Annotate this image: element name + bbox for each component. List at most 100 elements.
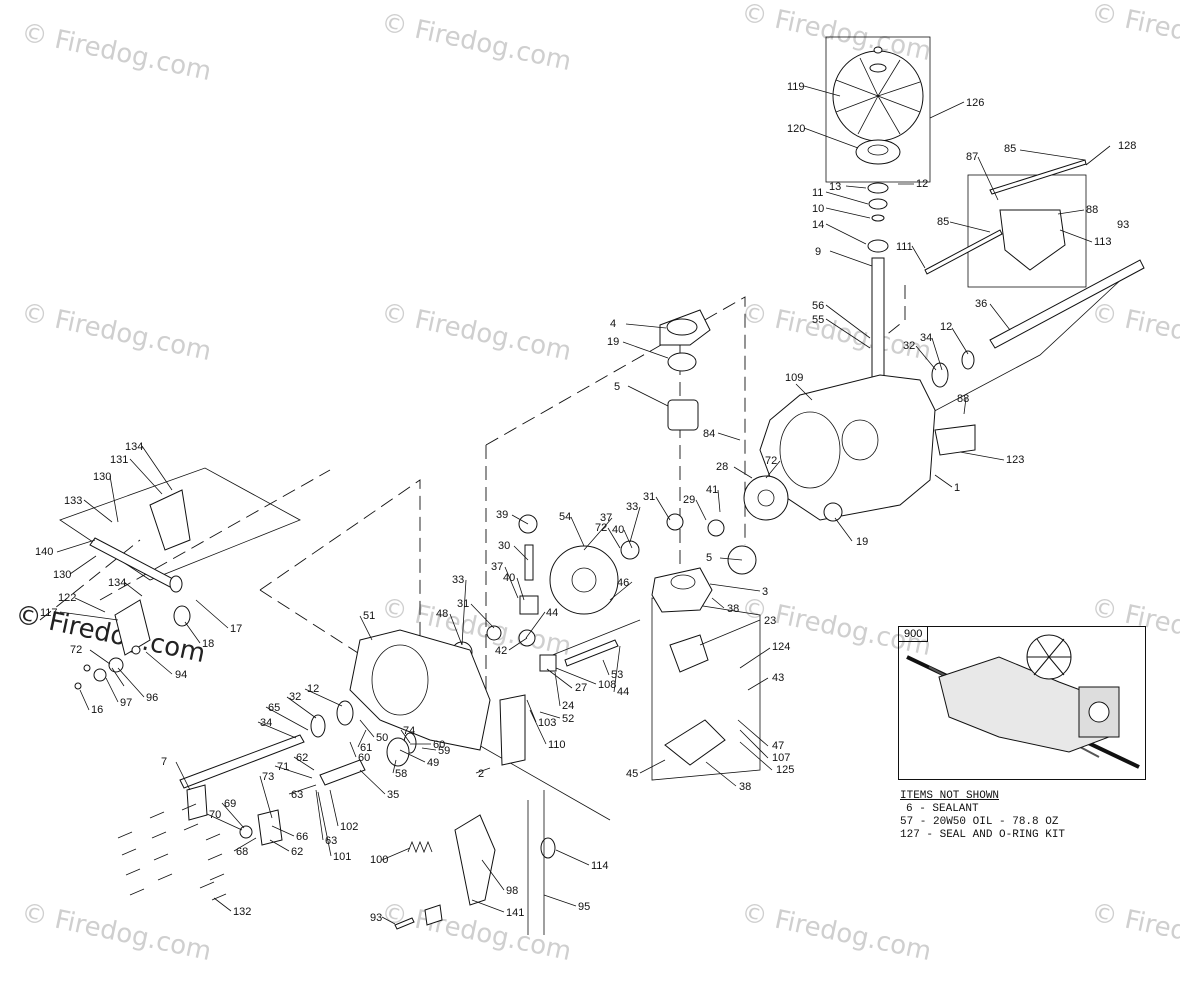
callout: 23	[764, 615, 776, 627]
callout: 120	[787, 123, 805, 135]
callout: 66	[296, 831, 308, 843]
callout: 7	[161, 756, 167, 768]
callout: 27	[575, 682, 587, 694]
callout: 3	[762, 586, 768, 598]
callout: 34	[920, 332, 932, 344]
callout: 111	[896, 241, 913, 253]
callout: 11	[812, 187, 823, 199]
bolts	[117, 803, 227, 901]
callout: 109	[785, 372, 803, 384]
bracket-123	[934, 424, 976, 456]
callout: 132	[233, 906, 251, 918]
callout: 72	[595, 522, 607, 534]
callout: 40	[503, 572, 515, 584]
callout: 34	[260, 717, 272, 729]
callout: 35	[387, 789, 399, 801]
callout: 28	[716, 461, 728, 473]
inset-assembly-view: 900	[898, 626, 1146, 780]
watermark: © Firedog.com	[739, 0, 934, 67]
callout: 14	[812, 219, 824, 231]
input-shaft	[871, 257, 885, 379]
callout: 88	[957, 393, 969, 405]
watermark: © Firedog.com	[19, 18, 214, 88]
callout: 124	[772, 641, 790, 653]
retaining-ring	[867, 182, 889, 194]
callout: 85	[1004, 143, 1016, 155]
callout: 18	[202, 638, 214, 650]
callout: 33	[452, 574, 464, 586]
callout-labels: 119 126 120 13 12 11 10 14 9 111 87 85 1…	[35, 81, 1136, 924]
callout: 140	[35, 546, 53, 558]
callout: 39	[496, 509, 508, 521]
callout: 4	[610, 318, 616, 330]
callout: 30	[498, 540, 510, 552]
cover-128	[999, 209, 1066, 271]
callout: 96	[146, 692, 158, 704]
callout: 88	[1086, 204, 1098, 216]
callout: 117	[40, 607, 58, 619]
callout: 119	[787, 81, 805, 93]
center-3	[651, 567, 713, 613]
callout: 63	[291, 789, 303, 801]
callout: 19	[607, 336, 619, 348]
callout: 94	[175, 669, 187, 681]
callout: 38	[739, 781, 751, 793]
callout: 33	[626, 501, 638, 513]
items-not-shown: ITEMS NOT SHOWN 6 - SEALANT 57 - 20W50 O…	[900, 790, 1065, 842]
callout: 93	[1117, 219, 1129, 231]
callout: 32	[289, 691, 301, 703]
callout: 12	[940, 321, 952, 333]
callout: 43	[772, 672, 784, 684]
watermark: © Firedog.com	[739, 898, 934, 968]
callout: 131	[110, 454, 128, 466]
callout: 85	[937, 216, 949, 228]
gear-30	[549, 545, 619, 615]
callout: 61	[360, 742, 372, 754]
block-5	[667, 399, 699, 431]
callout: 10	[812, 203, 824, 215]
callout: 134	[125, 441, 143, 453]
callout: 65	[268, 702, 280, 714]
axle-36	[989, 259, 1145, 349]
callout: 97	[120, 697, 132, 709]
callout: 31	[643, 491, 655, 503]
callout: 44	[546, 607, 558, 619]
callout: 98	[506, 885, 518, 897]
axle-35	[179, 734, 305, 789]
callout: 36	[975, 298, 987, 310]
callout: 87	[966, 151, 978, 163]
callout: 12	[916, 178, 928, 190]
callout: 101	[333, 851, 351, 863]
plate-125	[664, 719, 726, 766]
watermark: © Firedog.com	[19, 298, 214, 368]
callout: 46	[617, 577, 629, 589]
callout: 108	[598, 679, 616, 691]
callout: 1	[954, 482, 960, 494]
callout: 114	[591, 860, 609, 872]
notes-item: 6 - SEALANT	[906, 803, 979, 815]
callout: 72	[70, 644, 82, 656]
callout: 100	[370, 854, 388, 866]
callout: 84	[703, 428, 715, 440]
callout: 44	[617, 686, 629, 698]
callout: 126	[966, 97, 984, 109]
callout: 102	[340, 821, 358, 833]
callout: 63	[325, 835, 337, 847]
watermark: © Firedog.com	[1089, 0, 1180, 67]
callout: 13	[829, 181, 841, 193]
inset-number: 900	[899, 627, 929, 642]
callout: 103	[538, 717, 556, 729]
callout: 68	[236, 846, 248, 858]
callout: 60	[433, 739, 445, 751]
watermark: © Firedog.com	[379, 898, 574, 968]
notes-item: 127 - SEAL AND O-RING KIT	[900, 829, 1066, 841]
callout: 2	[478, 768, 484, 780]
callout: 48	[436, 608, 448, 620]
callout: 49	[427, 757, 439, 769]
watermark: © Firedog.com	[1089, 898, 1180, 968]
callout: 40	[612, 524, 624, 536]
callout: 60	[358, 752, 370, 764]
callout: 130	[93, 471, 111, 483]
callout: 107	[772, 752, 790, 764]
lever-114	[454, 814, 496, 906]
